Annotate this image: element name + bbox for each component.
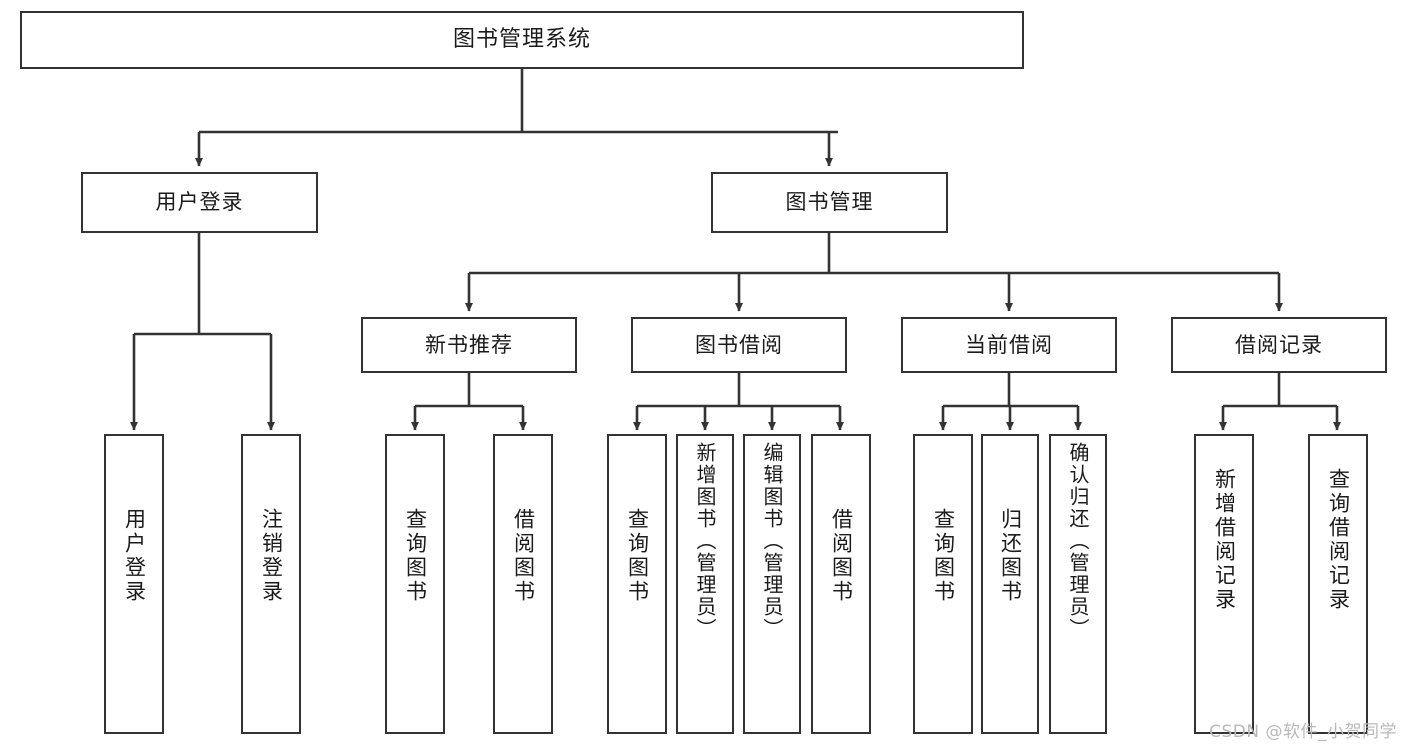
node-label: 查询图书 (625, 508, 650, 604)
node-label: 图书管理 (785, 190, 874, 215)
node-label: 查询图书 (931, 508, 956, 604)
node-label: 新增图书（管理员） (693, 442, 717, 640)
node-label: 用户登录 (122, 508, 147, 604)
csdn-watermark: CSDN @软件_小贺同学 (1209, 722, 1397, 742)
node-label: 编辑图书（管理员） (760, 442, 784, 640)
node-current-borrow[interactable]: 当前借阅 (901, 317, 1117, 373)
node-leaf-edit-book[interactable]: 编辑图书（管理员） (743, 434, 801, 734)
node-label: 借阅图书 (829, 508, 854, 604)
node-book-borrow[interactable]: 图书借阅 (631, 317, 847, 373)
node-root-system[interactable]: 图书管理系统 (20, 11, 1024, 69)
node-label: 注销登录 (259, 508, 284, 604)
node-label: 图书借阅 (695, 332, 783, 357)
node-leaf-query-record[interactable]: 查询借阅记录 (1308, 434, 1368, 734)
node-label: 确认归还（管理员） (1066, 442, 1090, 640)
node-label: 借阅图书 (511, 508, 536, 604)
node-leaf-query-book-1[interactable]: 查询图书 (385, 434, 445, 734)
node-label: 新增借阅记录 (1212, 468, 1237, 612)
node-label: 查询图书 (403, 508, 428, 604)
node-label: 用户登录 (155, 190, 244, 215)
node-leaf-add-record[interactable]: 新增借阅记录 (1194, 434, 1254, 734)
node-label: 图书管理系统 (452, 27, 591, 53)
node-leaf-return-book[interactable]: 归还图书 (981, 434, 1039, 734)
node-label: 借阅记录 (1235, 332, 1323, 357)
node-label: 查询借阅记录 (1326, 468, 1351, 612)
node-label: 归还图书 (998, 508, 1023, 604)
node-new-book-recommend[interactable]: 新书推荐 (361, 317, 577, 373)
node-leaf-logout-login[interactable]: 注销登录 (241, 434, 301, 734)
node-leaf-add-book[interactable]: 新增图书（管理员） (676, 434, 734, 734)
node-leaf-borrow-book-1[interactable]: 借阅图书 (493, 434, 553, 734)
node-borrow-record[interactable]: 借阅记录 (1171, 317, 1387, 373)
node-book-manage[interactable]: 图书管理 (711, 172, 948, 233)
node-leaf-query-book-2[interactable]: 查询图书 (607, 434, 667, 734)
node-leaf-confirm-return[interactable]: 确认归还（管理员） (1049, 434, 1107, 734)
node-leaf-borrow-book-2[interactable]: 借阅图书 (811, 434, 871, 734)
node-user-login[interactable]: 用户登录 (81, 172, 318, 233)
node-label: 新书推荐 (425, 332, 513, 357)
node-label: 当前借阅 (965, 332, 1053, 357)
node-leaf-query-book-3[interactable]: 查询图书 (913, 434, 973, 734)
node-leaf-user-login[interactable]: 用户登录 (104, 434, 164, 734)
